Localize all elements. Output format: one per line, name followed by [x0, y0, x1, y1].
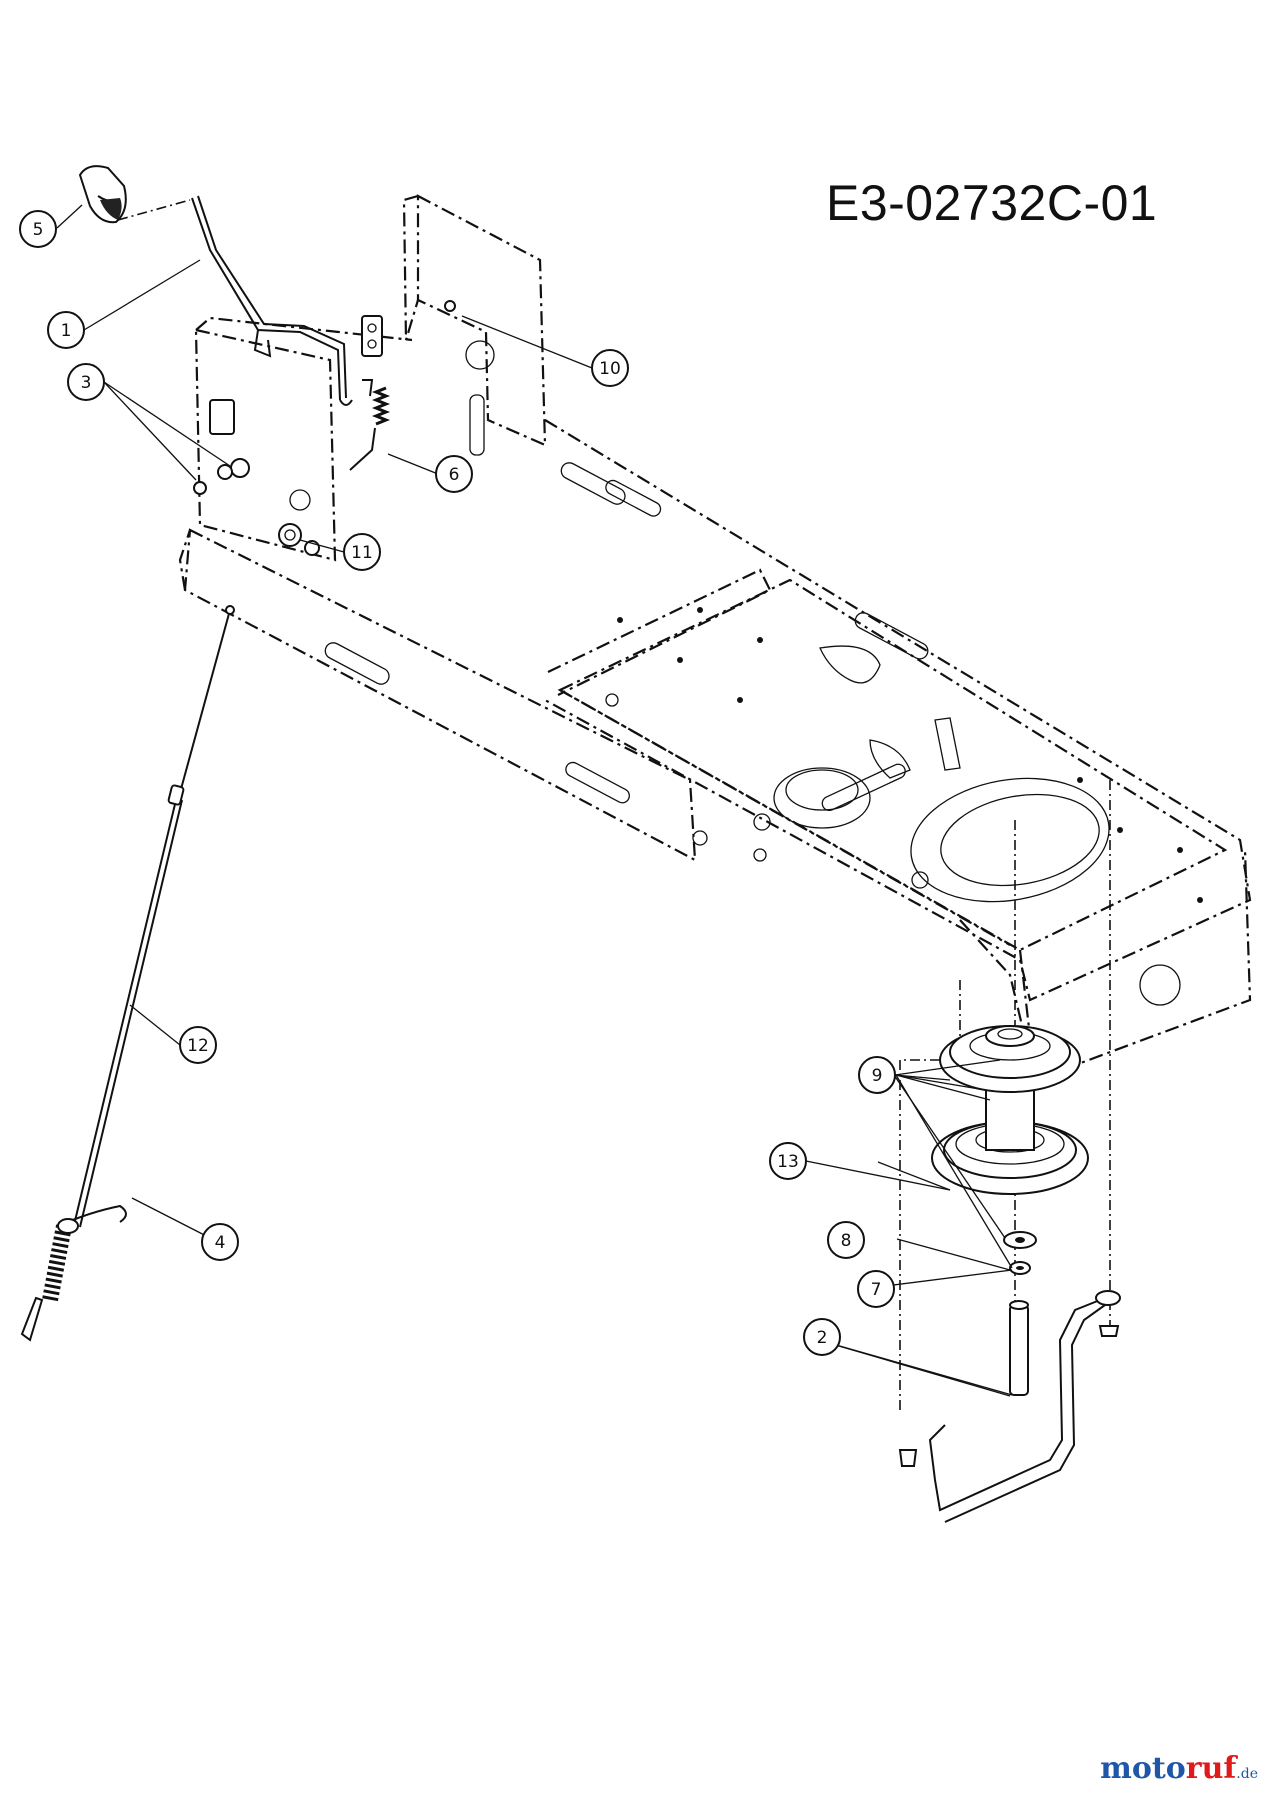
callout-4: 4 [201, 1223, 239, 1261]
cable [73, 605, 235, 1228]
watermark-logo: motoruf.de [1100, 1751, 1258, 1786]
svg-text:11: 11 [351, 543, 373, 563]
lever-bracket [361, 300, 456, 357]
svg-text:9: 9 [872, 1066, 883, 1086]
chassis-frame [178, 194, 1252, 1082]
leader-9 [894, 1074, 951, 1081]
svg-text:8: 8 [841, 1231, 852, 1251]
double-pulley [931, 1025, 1089, 1195]
cable-spring [20, 1204, 127, 1342]
svg-text:12: 12 [187, 1036, 209, 1056]
callout-10: 10 [591, 349, 629, 387]
callout-6: 6 [435, 455, 473, 493]
lever-knob [78, 165, 191, 224]
callout-9: 9 [858, 1056, 896, 1094]
diagram-code: E3-02732C-01 [826, 175, 1158, 231]
leader-13 [805, 1160, 951, 1191]
svg-text:3: 3 [81, 373, 92, 393]
lift-lever-rod [191, 195, 353, 406]
callout-2: 2 [803, 1318, 841, 1356]
svg-text:10: 10 [599, 359, 621, 379]
pulley-bracket [898, 1290, 1121, 1523]
spring [349, 379, 391, 471]
callout-11: 11 [343, 533, 381, 571]
leader-lines [56, 204, 1013, 1397]
callout-12: 12 [179, 1026, 217, 1064]
callout-13: 13 [769, 1142, 807, 1180]
svg-text:4: 4 [215, 1233, 226, 1253]
svg-text:5: 5 [33, 220, 44, 240]
svg-text:1: 1 [61, 321, 72, 341]
pulley-hardware [1003, 1231, 1037, 1396]
callout-5: 5 [19, 210, 57, 248]
callout-7: 7 [857, 1270, 895, 1308]
svg-text:6: 6 [449, 465, 460, 485]
svg-text:2: 2 [817, 1328, 828, 1348]
callout-3: 3 [67, 363, 105, 401]
callout-1: 1 [47, 311, 85, 349]
pivot-hardware [193, 399, 320, 556]
svg-text:7: 7 [871, 1280, 882, 1300]
callout-8: 8 [827, 1221, 865, 1259]
svg-text:13: 13 [777, 1152, 799, 1172]
